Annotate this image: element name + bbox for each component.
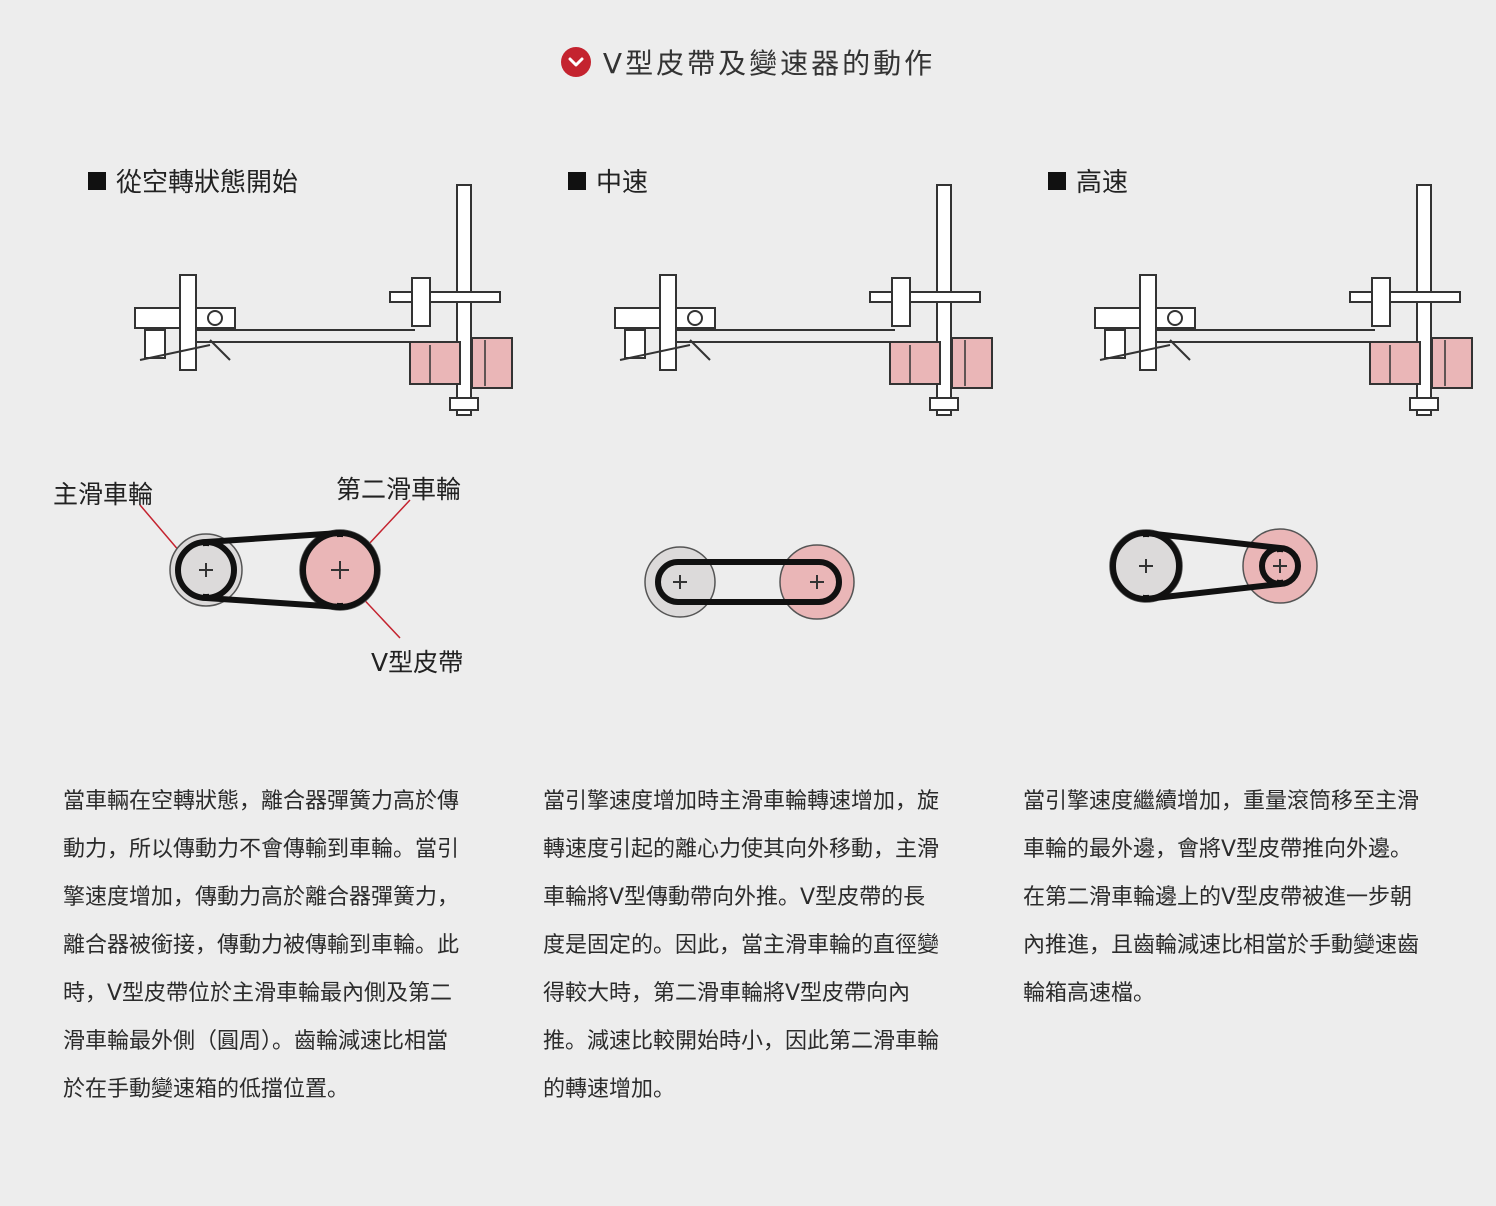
stage-title: 高速 [1076,168,1129,198]
square-bullet-icon [88,171,106,190]
transmission-diagram [614,184,993,416]
stage-heading: 從空轉狀態開始 [88,162,298,199]
stage-heading: 高速 [1048,162,1128,199]
check-circle-icon [560,47,591,77]
stage-heading: 中速 [568,162,648,199]
primary-pulley-label: 主滑車輪 [53,480,154,509]
transmission-diagram [134,184,513,416]
square-bullet-icon [568,171,586,190]
transmission-diagram [1094,184,1473,416]
stage-title: 中速 [596,168,649,198]
pulley-diagram [1109,528,1318,604]
stage-description: 當引擎速度繼續增加，重量滾筒移至主滑車輪的最外邊，會將V型皮帶推向外邊。在第二滑… [1023,789,1420,1006]
pulley-diagram [139,499,411,639]
stage-title: 從空轉狀態開始 [116,168,299,198]
v-belt-label: V型皮帶 [371,648,464,677]
page-header: V型皮帶及變速器的動作 [0,42,1496,82]
pulley-diagram [644,544,855,620]
square-bullet-icon [1048,171,1066,190]
page-title: V型皮帶及變速器的動作 [602,47,936,80]
stage-description: 當引擎速度增加時主滑車輪轉速增加，旋轉速度引起的離心力使其向外移動，主滑車輪將V… [543,789,940,1102]
secondary-pulley-label: 第二滑車輪 [336,475,462,504]
stage-description: 當車輛在空轉狀態，離合器彈簧力高於傳動力，所以傳動力不會傳輸到車輪。當引擎速度增… [63,789,460,1102]
